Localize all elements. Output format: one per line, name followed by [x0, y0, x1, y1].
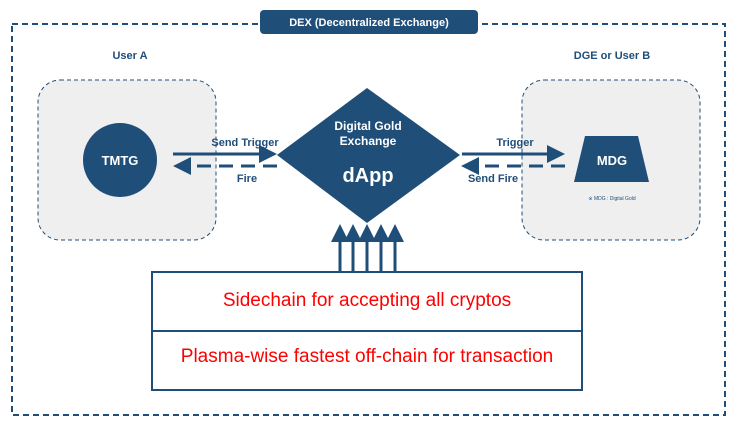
tmtg-label: TMTG [102, 153, 139, 168]
center-name: dApp [342, 165, 393, 187]
user-a-label: User A [112, 50, 147, 62]
sidechain-layer: Sidechain for accepting all cryptos [223, 290, 511, 311]
trigger-label: Trigger [496, 137, 534, 149]
plasma-layer: Plasma-wise fastest off-chain for transa… [181, 346, 553, 367]
mdg-label: MDG [597, 153, 627, 168]
user-b-label: DGE or User B [574, 50, 650, 62]
fire-label: Fire [237, 173, 257, 185]
title: DEX (Decentralized Exchange) [289, 17, 449, 29]
send-trigger-label: Send Trigger [211, 137, 279, 149]
center-line1: Digital Gold [334, 119, 401, 133]
center-line2: Exchange [340, 134, 397, 148]
mdg-token [574, 136, 649, 182]
mdg-footnote: ※ MDG : Digital Gold [588, 196, 635, 202]
tmtg-token [83, 123, 157, 197]
dapp-diamond [277, 88, 460, 223]
dex-boundary [11, 23, 726, 416]
send-fire-label: Send Fire [468, 173, 518, 185]
title-tab [260, 10, 478, 34]
